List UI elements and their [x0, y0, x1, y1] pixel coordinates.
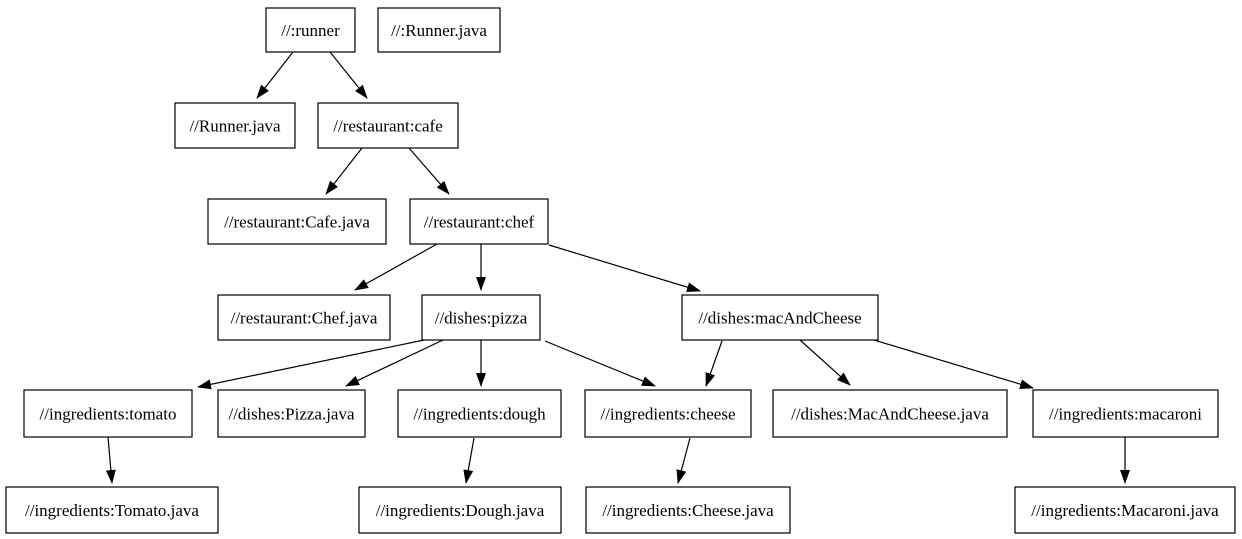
node-box-cheese — [584, 389, 752, 438]
node-label-cafe-java: //restaurant:Cafe.java — [224, 213, 370, 232]
edge-cafe-to-chef — [408, 147, 450, 195]
edge-runner-to-runner-java — [256, 51, 294, 99]
node-box-macaroni-java — [1014, 486, 1236, 534]
node-box-mac-and-cheese-java — [772, 389, 1008, 438]
node-box-cafe — [317, 102, 459, 149]
node-box-runner-java-root — [377, 7, 501, 53]
node-box-cafe-java — [207, 198, 387, 245]
node-box-tomato-java — [5, 486, 219, 534]
edge-pizza-to-cheese — [544, 340, 656, 387]
node-label-macaroni: //ingredients:macaroni — [1049, 405, 1202, 424]
node-cheese-java: //ingredients:Cheese.java — [585, 486, 791, 534]
edge-tomato-to-tomato-java — [105, 436, 116, 484]
node-runner-java: //Runner.java — [174, 102, 296, 149]
node-label-runner-java: //Runner.java — [189, 117, 281, 136]
node-mac-and-cheese: //dishes:macAndCheese — [681, 294, 879, 341]
node-runner-java-root: //:Runner.java — [377, 7, 501, 53]
edge-pizza-to-pizza-java — [345, 339, 444, 387]
node-chef-java: //restaurant:Chef.java — [217, 294, 391, 341]
node-box-cheese-java — [585, 486, 791, 534]
edge-cheese-to-cheese-java — [676, 437, 691, 484]
node-tomato-java: //ingredients:Tomato.java — [5, 486, 219, 534]
edge-mac-and-cheese-to-cheese — [705, 340, 723, 387]
edge-pizza-to-tomato — [197, 339, 425, 390]
node-box-dough — [397, 389, 562, 438]
edge-dough-to-dough-java — [463, 437, 475, 484]
node-label-dough: //ingredients:dough — [413, 405, 546, 424]
node-pizza: //dishes:pizza — [421, 294, 541, 341]
node-label-cheese: //ingredients:cheese — [600, 405, 735, 424]
node-dough: //ingredients:dough — [397, 389, 562, 438]
node-tomato: //ingredients:tomato — [23, 389, 193, 438]
node-macaroni-java: //ingredients:Macaroni.java — [1014, 486, 1236, 534]
node-label-cafe: //restaurant:cafe — [333, 117, 443, 136]
node-mac-and-cheese-java: //dishes:MacAndCheese.java — [772, 389, 1008, 438]
node-box-runner — [265, 7, 356, 53]
node-label-mac-and-cheese-java: //dishes:MacAndCheese.java — [791, 405, 989, 424]
edge-chef-to-mac-and-cheese — [548, 244, 701, 292]
edge-cafe-to-cafe-java — [325, 147, 363, 195]
node-cheese: //ingredients:cheese — [584, 389, 752, 438]
edge-chef-to-chef-java — [354, 243, 438, 291]
node-box-dough-java — [358, 486, 562, 534]
node-box-pizza — [421, 294, 541, 341]
node-cafe-java: //restaurant:Cafe.java — [207, 198, 387, 245]
node-box-tomato — [23, 389, 193, 438]
edge-runner-to-cafe — [329, 51, 368, 99]
edge-mac-and-cheese-to-mac-and-cheese-java — [799, 339, 851, 386]
node-runner: //:runner — [265, 7, 356, 53]
node-box-chef-java — [217, 294, 391, 341]
node-box-chef — [409, 198, 549, 245]
node-macaroni: //ingredients:macaroni — [1032, 389, 1219, 438]
node-cafe: //restaurant:cafe — [317, 102, 459, 149]
node-box-pizza-java — [217, 389, 366, 438]
node-label-runner: //:runner — [281, 21, 340, 40]
node-label-chef: //restaurant:chef — [424, 213, 535, 232]
node-box-macaroni — [1032, 389, 1219, 438]
node-label-tomato-java: //ingredients:Tomato.java — [25, 501, 199, 520]
node-label-runner-java-root: //:Runner.java — [391, 21, 487, 40]
node-label-macaroni-java: //ingredients:Macaroni.java — [1031, 501, 1219, 520]
node-label-pizza-java: //dishes:Pizza.java — [228, 405, 355, 424]
node-label-mac-and-cheese: //dishes:macAndCheese — [698, 309, 861, 328]
node-label-cheese-java: //ingredients:Cheese.java — [602, 501, 774, 520]
edge-mac-and-cheese-to-macaroni — [873, 339, 1034, 390]
node-dough-java: //ingredients:Dough.java — [358, 486, 562, 534]
node-label-tomato: //ingredients:tomato — [40, 405, 177, 424]
node-label-dough-java: //ingredients:Dough.java — [376, 501, 545, 520]
node-pizza-java: //dishes:Pizza.java — [217, 389, 366, 438]
node-box-runner-java — [174, 102, 296, 149]
node-label-chef-java: //restaurant:Chef.java — [231, 309, 378, 328]
node-box-mac-and-cheese — [681, 294, 879, 341]
node-label-pizza: //dishes:pizza — [435, 309, 528, 328]
node-chef: //restaurant:chef — [409, 198, 549, 245]
